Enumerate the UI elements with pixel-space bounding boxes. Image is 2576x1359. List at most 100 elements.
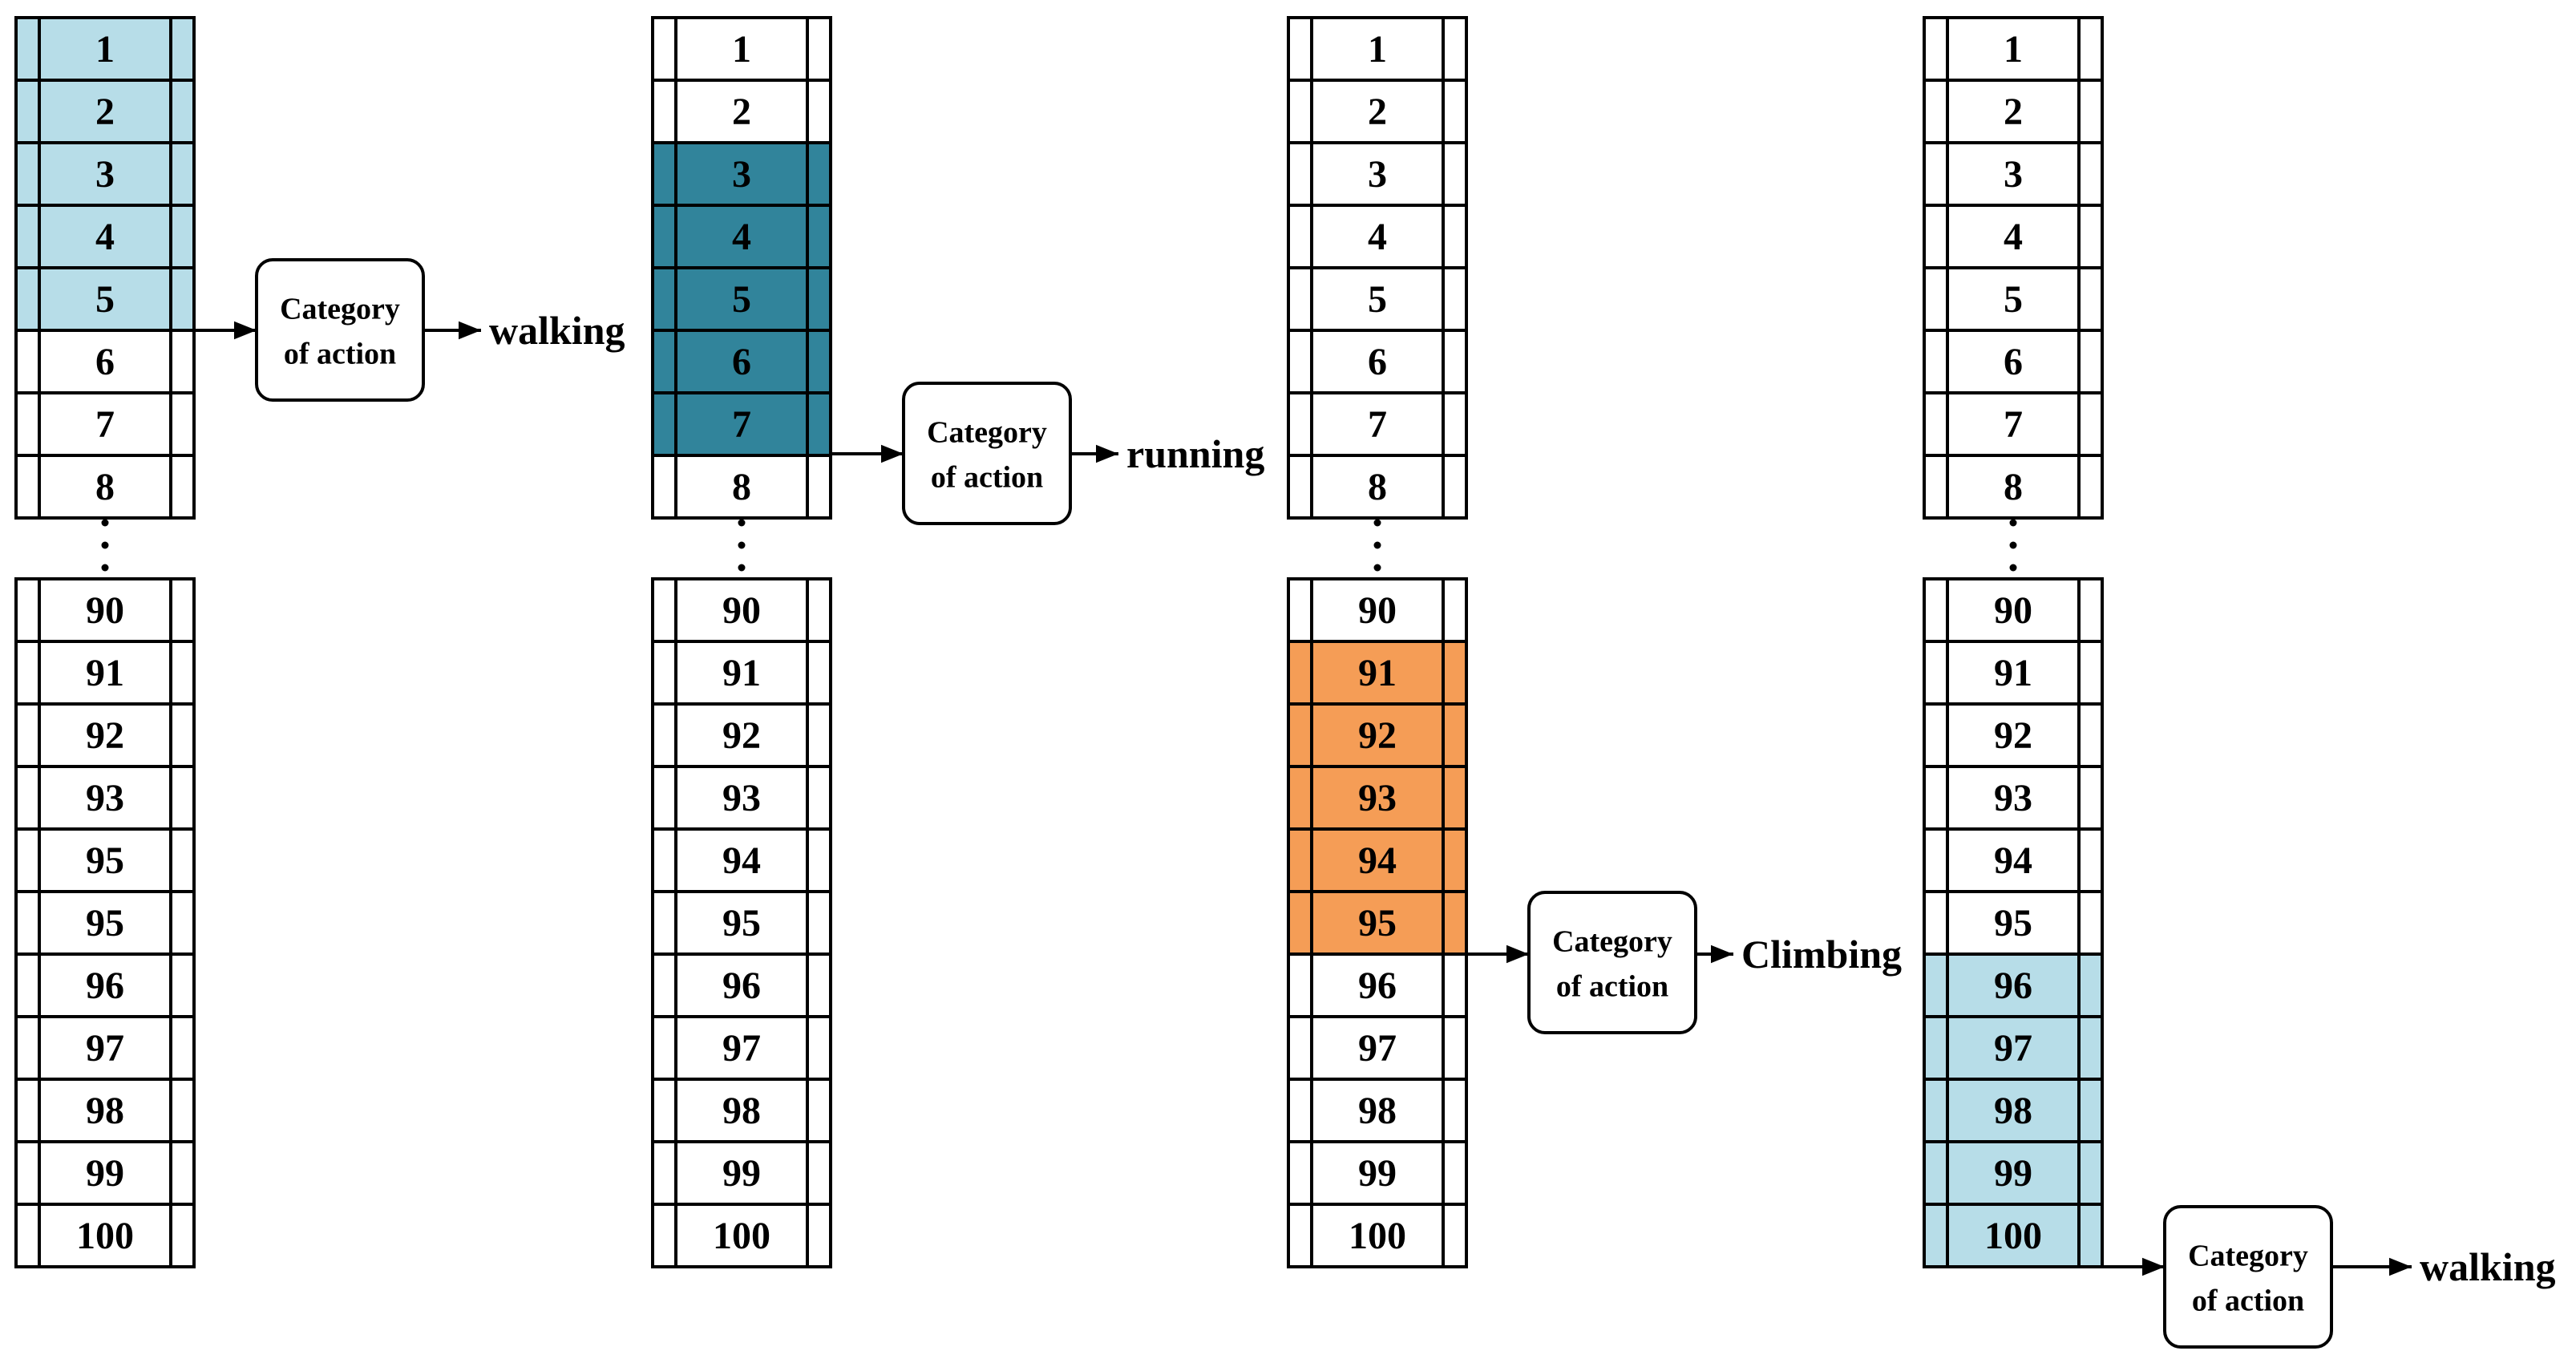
frame-number: 7: [95, 403, 115, 446]
frame-number: 98: [722, 1090, 761, 1132]
box-label-line1: Category: [1552, 925, 1672, 959]
frame-cell: 92: [651, 702, 832, 768]
frame-cell: 92: [1923, 702, 2104, 768]
highlighted-cell-bg: [1287, 640, 1468, 706]
frame-cell: 2: [14, 79, 196, 144]
highlighted-cell-bg: [1923, 1203, 2104, 1268]
cell-bg: [1923, 141, 2104, 207]
frame-cell: 1: [651, 16, 832, 82]
frame-number: 4: [2004, 216, 2023, 258]
cell-bg: [1923, 577, 2104, 643]
box-label-line2: of action: [284, 338, 396, 371]
frame-number: 4: [95, 216, 115, 258]
cell-bg: [1923, 454, 2104, 520]
frame-cell: 4: [1287, 204, 1468, 269]
frame-cell: 97: [651, 1015, 832, 1081]
frame-number: 2: [1368, 91, 1387, 133]
frame-number: 95: [1358, 902, 1397, 944]
cell-bg: [1287, 953, 1468, 1018]
cell-bg: [1287, 391, 1468, 457]
frame-cell: 99: [14, 1140, 196, 1206]
frame-cell: 8: [14, 454, 196, 520]
frame-cell: 95: [1923, 890, 2104, 956]
frame-number: 6: [732, 341, 751, 383]
frame-cell: 7: [1287, 391, 1468, 457]
highlighted-cell-bg: [14, 204, 196, 269]
frame-number: 3: [1368, 153, 1387, 196]
frame-cell: 1: [1287, 16, 1468, 82]
frame-cell: 90: [1923, 577, 2104, 643]
box-label-line1: Category: [927, 416, 1047, 450]
frame-cell: 91: [1923, 640, 2104, 706]
cell-bg: [651, 1015, 832, 1081]
frame-number: 97: [1994, 1027, 2032, 1070]
frame-cell: 1: [14, 16, 196, 82]
frame-number: 95: [1994, 902, 2032, 944]
frame-cell: 97: [14, 1015, 196, 1081]
frame-cell: 91: [14, 640, 196, 706]
frame-cell: 96: [651, 953, 832, 1018]
highlighted-cell-bg: [651, 266, 832, 332]
frame-number: 94: [1358, 839, 1397, 882]
frame-cell: 6: [651, 329, 832, 394]
frame-cell: 8: [651, 454, 832, 520]
frame-number: 8: [732, 466, 751, 508]
cell-bg: [1923, 640, 2104, 706]
frame-cell: 4: [1923, 204, 2104, 269]
frame-number: 1: [2004, 28, 2023, 71]
frame-cell: 96: [1287, 953, 1468, 1018]
frame-number: 96: [1358, 965, 1397, 1007]
cell-bg: [1287, 1140, 1468, 1206]
highlighted-cell-bg: [1287, 827, 1468, 893]
frame-cell: 90: [1287, 577, 1468, 643]
ellipsis-dots: [2009, 519, 2017, 572]
ellipsis-dots: [1373, 519, 1381, 572]
frame-cell: 7: [1923, 391, 2104, 457]
frame-cell: 94: [1287, 827, 1468, 893]
frame-number: 5: [95, 278, 115, 321]
frame-cell: 1: [1923, 16, 2104, 82]
cell-bg: [651, 827, 832, 893]
cell-bg: [651, 640, 832, 706]
highlighted-cell-bg: [651, 329, 832, 394]
frame-cell: 98: [651, 1078, 832, 1143]
frame-number: 4: [732, 216, 751, 258]
frame-cell: 99: [1923, 1140, 2104, 1206]
frame-number: 7: [2004, 403, 2023, 446]
frame-cell: 95: [14, 890, 196, 956]
frame-cell: 90: [14, 577, 196, 643]
frame-cell: 2: [1923, 79, 2104, 144]
box-label-line2: of action: [2192, 1284, 2304, 1318]
frame-number: 98: [1358, 1090, 1397, 1132]
frame-cell: 6: [14, 329, 196, 394]
highlighted-cell-bg: [1923, 1078, 2104, 1143]
frame-cell: 3: [1287, 141, 1468, 207]
frame-number: 96: [86, 965, 124, 1007]
frame-number: 91: [1994, 652, 2032, 694]
cell-bg: [14, 329, 196, 394]
cell-bg: [651, 890, 832, 956]
frame-number: 1: [95, 28, 115, 71]
frame-cell: 100: [651, 1203, 832, 1268]
ellipsis-dots: [101, 519, 109, 572]
cell-bg: [1923, 329, 2104, 394]
cell-bg: [1923, 827, 2104, 893]
frame-cell: 95: [1287, 890, 1468, 956]
frame-number: 91: [1358, 652, 1397, 694]
cell-bg: [1287, 577, 1468, 643]
frame-number: 6: [2004, 341, 2023, 383]
cell-bg: [14, 1203, 196, 1268]
frame-cell: 4: [651, 204, 832, 269]
frame-number: 94: [722, 839, 761, 882]
frame-cell: 7: [14, 391, 196, 457]
frame-number: 6: [1368, 341, 1387, 383]
frame-cell: 90: [651, 577, 832, 643]
frame-number: 99: [86, 1152, 124, 1195]
